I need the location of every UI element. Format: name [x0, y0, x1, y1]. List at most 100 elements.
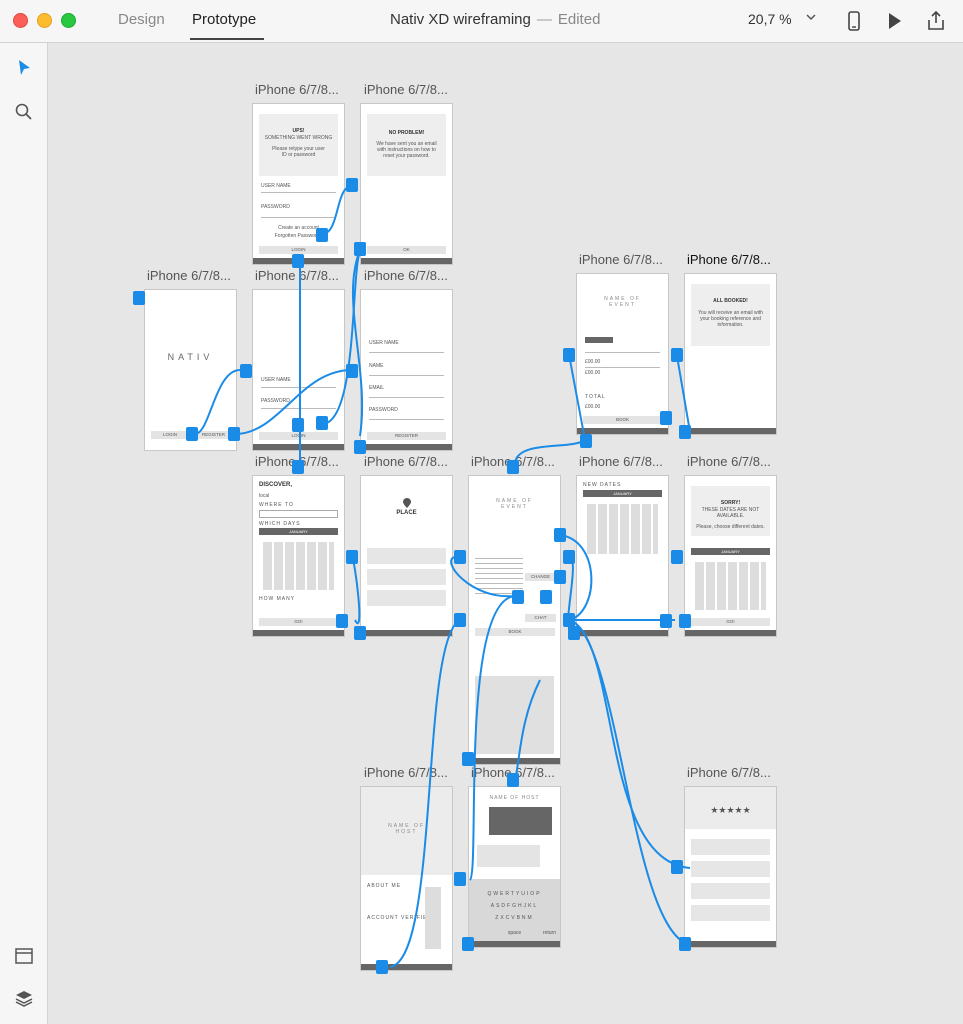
flow-handle[interactable]	[292, 460, 304, 474]
login-button: LOGIN	[259, 432, 338, 440]
flow-handle[interactable]	[507, 460, 519, 474]
go-button: GO!	[691, 618, 770, 626]
flow-handle[interactable]	[563, 348, 575, 362]
active-tab-indicator	[190, 38, 264, 40]
flow-handle[interactable]	[354, 440, 366, 454]
layers-icon[interactable]	[13, 988, 35, 1010]
how-many-label: HOW MANY	[259, 596, 296, 602]
flow-handle[interactable]	[292, 418, 304, 432]
flow-handle[interactable]	[292, 254, 304, 268]
flow-handle[interactable]	[563, 613, 575, 627]
flow-handle[interactable]	[376, 960, 388, 974]
flow-handle[interactable]	[671, 860, 683, 874]
flow-handle[interactable]	[354, 626, 366, 640]
field-label-name: NAME	[369, 363, 384, 369]
artboard-register[interactable]: USER NAME NAME EMAIL PASSWORD REGISTER	[360, 289, 453, 451]
flow-handle[interactable]	[580, 434, 592, 448]
artboard-discover[interactable]: DISCOVER, local WHERE TO WHICH DAYS JANU…	[252, 475, 345, 637]
place-title: PLACE	[396, 510, 417, 516]
flow-handle[interactable]	[660, 411, 672, 425]
artboard-label[interactable]: iPhone 6/7/8...	[364, 454, 448, 469]
artboard-label[interactable]: iPhone 6/7/8...	[255, 268, 339, 283]
play-icon[interactable]	[882, 9, 906, 33]
flow-handle[interactable]	[336, 614, 348, 628]
search-icon[interactable]	[13, 101, 35, 123]
artboard-label[interactable]: iPhone 6/7/8...	[364, 765, 448, 780]
artboard-chat[interactable]: NAME OF HOST QWERTYUIOP ASDFGHJKL ZXCVBN…	[468, 786, 561, 948]
flow-handle[interactable]	[454, 613, 466, 627]
sorry-hint: Please, choose different dates.	[696, 524, 765, 530]
share-icon[interactable]	[924, 9, 948, 33]
artboard-dates-unavailable[interactable]: SORRY! THESE DATES ARE NOT AVAILABLE. Pl…	[684, 475, 777, 637]
host-name: NAME OF HOST	[388, 823, 425, 835]
artboard-host-profile[interactable]: NAME OF HOST ABOUT ME ACCOUNT VERIFIED	[360, 786, 453, 971]
artboard-label[interactable]: iPhone 6/7/8...	[687, 454, 771, 469]
flow-handle[interactable]	[563, 550, 575, 564]
flow-handle[interactable]	[554, 528, 566, 542]
artboard-icon[interactable]	[13, 945, 35, 967]
flow-handle[interactable]	[512, 590, 524, 604]
flow-handle[interactable]	[679, 614, 691, 628]
flow-handle[interactable]	[462, 937, 474, 951]
artboard-label[interactable]: iPhone 6/7/8...	[687, 252, 771, 267]
field-label-email: EMAIL	[369, 385, 385, 391]
artboard-label[interactable]: iPhone 6/7/8...	[687, 765, 771, 780]
artboard-label[interactable]: iPhone 6/7/8...	[147, 268, 231, 283]
artboard-event-detail[interactable]: NAME OF EVENT CHANGE CHAT BOOK	[468, 475, 561, 765]
tab-prototype[interactable]: Prototype	[192, 11, 257, 28]
error-subtitle: SOMETHING WENT WRONG	[264, 135, 333, 141]
login-button: LOGIN	[259, 246, 338, 254]
flow-handle[interactable]	[462, 752, 474, 766]
artboard-label[interactable]: iPhone 6/7/8...	[255, 82, 339, 97]
select-arrow-icon[interactable]	[13, 57, 35, 79]
flow-handle[interactable]	[679, 937, 691, 951]
field-label-username: USER NAME	[261, 377, 291, 383]
artboard-label[interactable]: iPhone 6/7/8...	[364, 268, 448, 283]
artboard-all-booked[interactable]: ALL BOOKED! You will receive an email wi…	[684, 273, 777, 435]
tab-design[interactable]: Design	[118, 11, 165, 28]
flow-handle[interactable]	[228, 427, 240, 441]
minimize-window-button[interactable]	[37, 13, 52, 28]
keyboard-return: return	[542, 930, 556, 936]
artboard-booking[interactable]: NAME OF EVENT £00.00 £00.00 TOTAL £00.00…	[576, 273, 669, 435]
flow-handle[interactable]	[316, 416, 328, 430]
flow-handle[interactable]	[454, 872, 466, 886]
flow-handle[interactable]	[454, 550, 466, 564]
zoom-level[interactable]: 20,7 %	[748, 11, 792, 27]
flow-handle[interactable]	[346, 364, 358, 378]
device-preview-icon[interactable]	[842, 9, 866, 33]
artboard-reviews[interactable]: ★★★★★	[684, 786, 777, 948]
close-window-button[interactable]	[13, 13, 28, 28]
register-button: REGISTER	[195, 431, 232, 439]
flow-handle[interactable]	[240, 364, 252, 378]
field-label-username: USER NAME	[261, 183, 291, 189]
flow-handle[interactable]	[354, 242, 366, 256]
event-name: NAME OF EVENT	[604, 296, 641, 308]
flow-handle[interactable]	[346, 550, 358, 564]
flow-handle[interactable]	[554, 570, 566, 584]
go-button: GO!	[259, 618, 338, 626]
artboard-login-error[interactable]: UPS! SOMETHING WENT WRONG Please retype …	[252, 103, 345, 265]
artboard-label[interactable]: iPhone 6/7/8...	[579, 252, 663, 267]
flow-handle[interactable]	[316, 228, 328, 242]
flow-handle[interactable]	[540, 590, 552, 604]
flow-handle[interactable]	[679, 425, 691, 439]
artboard-new-dates[interactable]: NEW DATES JANUARY	[576, 475, 669, 637]
flow-home-anchor[interactable]	[133, 291, 145, 305]
flow-handle[interactable]	[186, 427, 198, 441]
flow-handle[interactable]	[346, 178, 358, 192]
artboard-place[interactable]: PLACE	[360, 475, 453, 637]
field-label-password: PASSWORD	[369, 407, 398, 413]
flow-handle[interactable]	[568, 626, 580, 640]
ok-button: OK	[367, 246, 446, 254]
login-button: LOGIN	[151, 431, 189, 439]
zoom-window-button[interactable]	[61, 13, 76, 28]
flow-handle[interactable]	[660, 614, 672, 628]
chevron-down-icon[interactable]	[805, 11, 817, 23]
flow-handle[interactable]	[507, 773, 519, 787]
flow-handle[interactable]	[671, 550, 683, 564]
artboard-label[interactable]: iPhone 6/7/8...	[579, 454, 663, 469]
artboard-label[interactable]: iPhone 6/7/8...	[364, 82, 448, 97]
artboard-password-reset[interactable]: NO PROBLEM! We have sent you an email wi…	[360, 103, 453, 265]
flow-handle[interactable]	[671, 348, 683, 362]
